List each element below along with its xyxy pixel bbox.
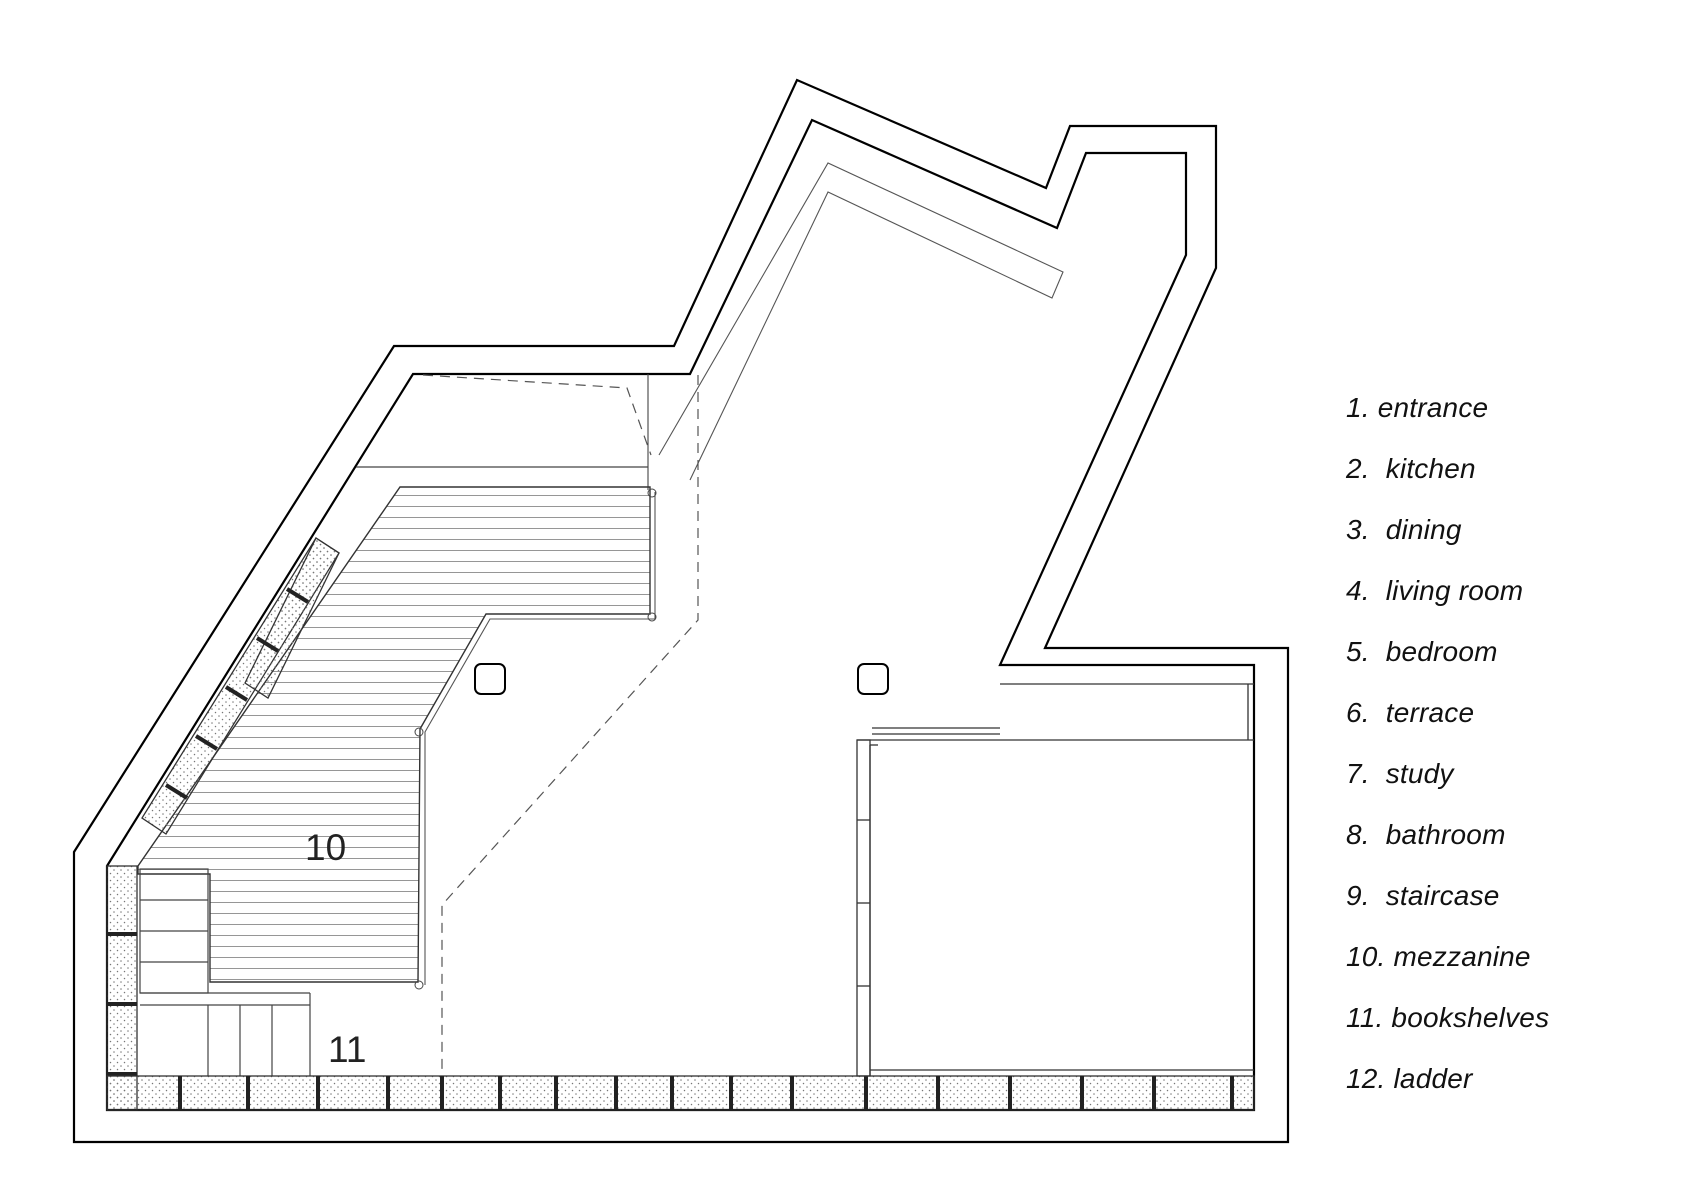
bottom-bookshelf-dividers [178,1076,1234,1110]
diagonal-bookshelf-dividers [164,587,310,800]
rail-post [414,727,424,737]
outer-wall [72,78,1290,1144]
inner-wall [105,118,1256,1112]
legend-item: 7. study [1346,758,1454,789]
void-dashed-outline [441,375,699,1076]
legend-item: 12. ladder [1346,1063,1473,1094]
roof-edge-line [658,162,1064,481]
left-bookshelf [106,865,138,1111]
legend: 1. entrance 2. kitchen 3. dining 4. livi… [1346,392,1549,1124]
column [857,663,889,695]
left-bookshelf-dividers [107,932,137,1076]
mezzanine-railing [424,492,656,985]
legend-item: 11. bookshelves [1346,1002,1550,1033]
rail-post [647,612,657,622]
staircase [139,868,311,1076]
legend-item: 6. terrace [1346,697,1475,728]
mezzanine-number-label: 10 [305,827,346,868]
bottom-bookshelf [106,1075,1255,1111]
legend-item: 4. living room [1346,575,1524,606]
column [474,663,506,695]
right-room [856,683,1254,1077]
diagonal-bookshelf-upper [244,537,340,699]
bookshelves-number-label: 11 [328,1029,366,1070]
legend-item: 3. dining [1346,514,1462,545]
legend-item: 1. entrance [1346,392,1489,423]
legend-item: 9. staircase [1346,880,1500,911]
mezzanine-deck [137,486,651,983]
rail-post [647,488,657,498]
rail-post [414,980,424,990]
upper-dashed-outline [422,374,652,456]
legend-item: 8. bathroom [1346,819,1506,850]
legend-item: 10. mezzanine [1346,941,1531,972]
legend-item: 5. bedroom [1346,636,1498,667]
legend-item: 2. kitchen [1346,453,1476,484]
